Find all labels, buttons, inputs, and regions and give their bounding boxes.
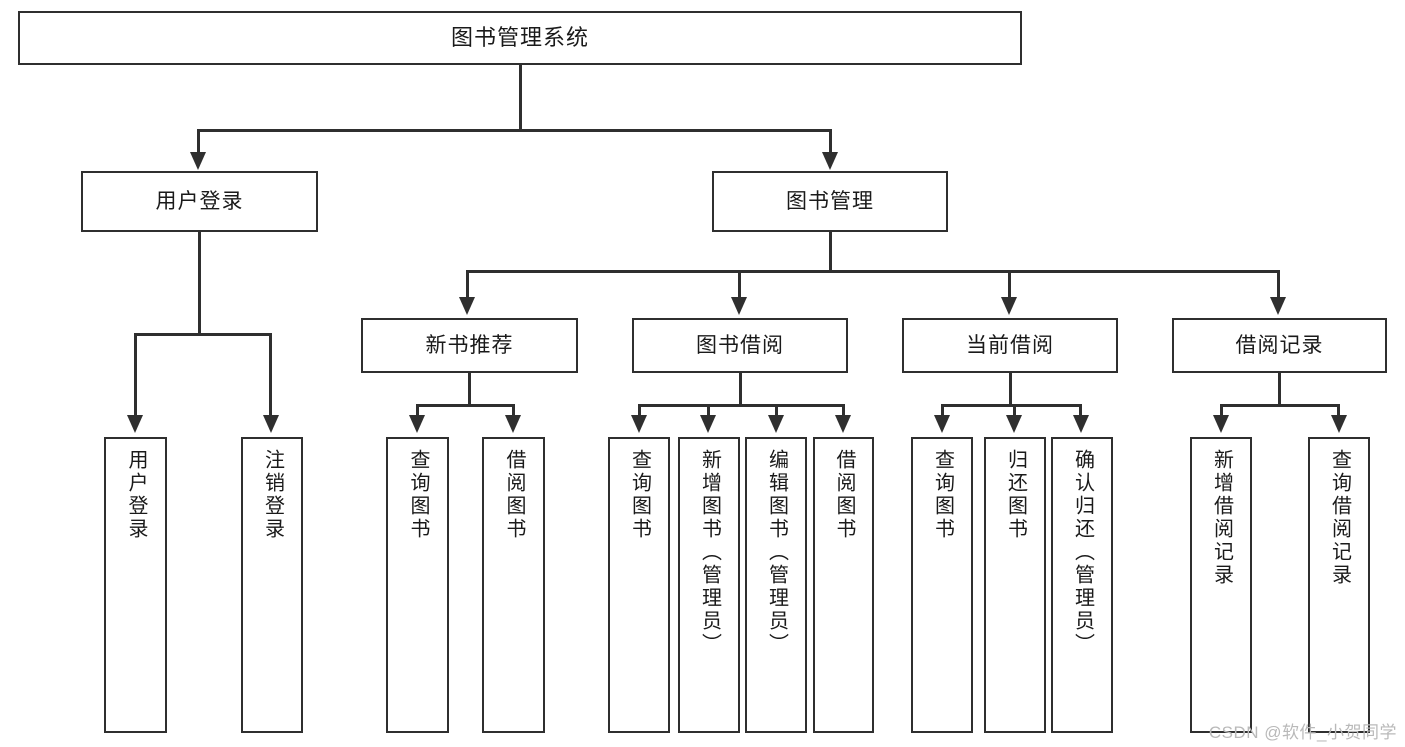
arrowhead-bb-leaf3 [768, 415, 784, 433]
arrowhead-book-mgmt [822, 152, 838, 170]
leaf-label: 查询图书 [931, 449, 954, 541]
edge-book-mgmt-stem [829, 232, 832, 272]
edge-level2-bus [197, 129, 832, 132]
edge-borrow-stem [739, 373, 742, 406]
edge-user-login-stem [198, 232, 201, 335]
leaf-bb-borrow-book[interactable]: 借阅图书 [813, 437, 874, 733]
edge-record-bus [1220, 404, 1340, 407]
arrowhead-bb-leaf1 [631, 415, 647, 433]
edge-user-login-bus [134, 333, 272, 336]
edge-to-new-books [466, 270, 469, 300]
leaf-user-login[interactable]: 用户登录 [104, 437, 167, 733]
leaf-nb-borrow-book[interactable]: 借阅图书 [482, 437, 545, 733]
arrowhead-user-login [190, 152, 206, 170]
node-label: 用户登录 [155, 189, 244, 213]
edge-user-login-leaf2 [269, 333, 272, 418]
node-borrow-record[interactable]: 借阅记录 [1172, 318, 1387, 373]
leaf-nb-query-book[interactable]: 查询图书 [386, 437, 449, 733]
edge-current-stem [1009, 373, 1012, 406]
arrowhead-leaf-logout [263, 415, 279, 433]
edge-current-bus [941, 404, 1081, 407]
node-new-book-recommend[interactable]: 新书推荐 [361, 318, 578, 373]
leaf-cb-return-book[interactable]: 归还图书 [984, 437, 1046, 733]
arrowhead-br-leaf1 [1213, 415, 1229, 433]
node-book-borrow[interactable]: 图书借阅 [632, 318, 848, 373]
leaf-cb-confirm-return-admin[interactable]: 确认归还（管理员） [1051, 437, 1113, 733]
arrowhead-cb-leaf1 [934, 415, 950, 433]
edge-to-book-mgmt [829, 129, 832, 155]
arrowhead-borrow-records [1270, 297, 1286, 315]
node-book-management[interactable]: 图书管理 [712, 171, 948, 232]
edge-to-current-borrow [1008, 270, 1011, 300]
leaf-br-query-record[interactable]: 查询借阅记录 [1308, 437, 1370, 733]
arrowhead-br-leaf2 [1331, 415, 1347, 433]
edge-current-leaf1 [941, 404, 944, 418]
node-label: 图书管理系统 [450, 24, 589, 50]
leaf-bb-edit-book-admin[interactable]: 编辑图书（管理员） [745, 437, 807, 733]
leaf-cb-query-book[interactable]: 查询图书 [911, 437, 973, 733]
edge-new-books-stem [468, 373, 471, 406]
edge-borrow-bus [638, 404, 845, 407]
edge-new-books-leaf1 [416, 404, 419, 418]
arrowhead-new-books [459, 297, 475, 315]
node-label: 借阅记录 [1235, 333, 1324, 357]
node-label: 当前借阅 [966, 333, 1054, 357]
leaf-label: 归还图书 [1004, 449, 1027, 541]
edge-level3-bus [466, 270, 1280, 273]
arrowhead-nb-leaf1 [409, 415, 425, 433]
edge-record-leaf2 [1337, 404, 1340, 418]
leaf-bb-add-book-admin[interactable]: 新增图书（管理员） [678, 437, 740, 733]
edge-to-borrow-records [1277, 270, 1280, 300]
edge-to-user-login [197, 129, 200, 155]
arrowhead-bb-leaf2 [700, 415, 716, 433]
leaf-logout[interactable]: 注销登录 [241, 437, 303, 733]
edge-user-login-leaf1 [134, 333, 137, 418]
edge-record-stem [1278, 373, 1281, 406]
leaf-br-add-record[interactable]: 新增借阅记录 [1190, 437, 1252, 733]
leaf-label: 借阅图书 [503, 449, 525, 541]
node-root-system[interactable]: 图书管理系统 [18, 11, 1022, 65]
arrowhead-cb-leaf2 [1006, 415, 1022, 433]
arrowhead-leaf-user-login [127, 415, 143, 433]
leaf-label: 编辑图书（管理员） [765, 449, 788, 656]
arrowhead-current-borrow [1001, 297, 1017, 315]
edge-to-borrow [738, 270, 741, 300]
edge-borrow-leaf3 [775, 404, 778, 418]
edge-borrow-leaf1 [638, 404, 641, 418]
node-user-login[interactable]: 用户登录 [81, 171, 318, 232]
edge-record-leaf1 [1220, 404, 1223, 418]
edge-new-books-bus [416, 404, 515, 407]
node-current-borrow[interactable]: 当前借阅 [902, 318, 1118, 373]
edge-borrow-leaf4 [842, 404, 845, 418]
edge-borrow-leaf2 [707, 404, 710, 418]
edge-new-books-leaf2 [512, 404, 515, 418]
node-label: 新书推荐 [425, 333, 514, 357]
edge-current-leaf2 [1013, 404, 1016, 418]
leaf-label: 用户登录 [125, 449, 147, 541]
node-label: 图书借阅 [696, 333, 784, 357]
edge-current-leaf3 [1079, 404, 1082, 418]
leaf-label: 确认归还（管理员） [1071, 449, 1094, 656]
arrowhead-nb-leaf2 [505, 415, 521, 433]
leaf-label: 查询图书 [407, 449, 429, 541]
edge-root-stem [519, 65, 522, 131]
leaf-label: 查询图书 [628, 449, 651, 541]
arrowhead-bb-leaf4 [835, 415, 851, 433]
leaf-bb-query-book[interactable]: 查询图书 [608, 437, 670, 733]
arrowhead-cb-leaf3 [1073, 415, 1089, 433]
arrowhead-borrow [731, 297, 747, 315]
leaf-label: 注销登录 [261, 449, 284, 541]
leaf-label: 查询借阅记录 [1328, 449, 1351, 587]
node-label: 图书管理 [786, 189, 874, 213]
leaf-label: 新增图书（管理员） [698, 449, 721, 656]
leaf-label: 新增借阅记录 [1210, 449, 1233, 587]
leaf-label: 借阅图书 [833, 449, 855, 541]
